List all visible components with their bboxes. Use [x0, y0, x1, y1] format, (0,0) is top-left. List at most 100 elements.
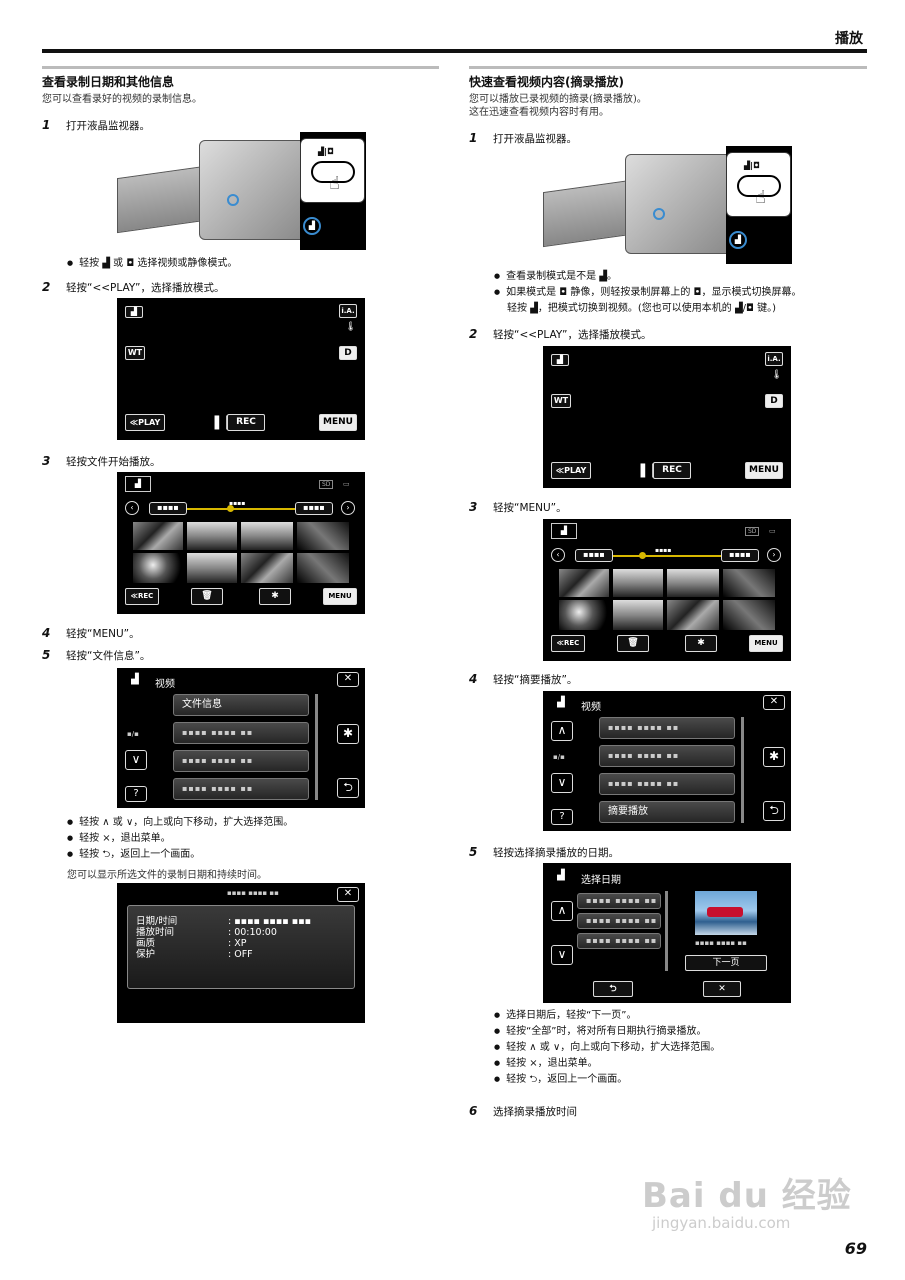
hand-icon: ☝ — [755, 187, 766, 208]
video-mode-icon[interactable]: ▟ — [125, 306, 143, 318]
rec-button[interactable]: REC — [227, 414, 265, 431]
up-icon[interactable]: ∧ — [551, 721, 573, 741]
menu-button[interactable]: MENU — [323, 588, 357, 605]
menu-button[interactable]: MENU — [319, 414, 357, 431]
d-button[interactable]: D — [339, 346, 357, 360]
thumbnail[interactable] — [187, 522, 237, 550]
date-pill-left[interactable]: ▪▪▪▪ — [575, 549, 613, 562]
video-mode-icon[interactable]: ▟ — [125, 476, 151, 492]
thumbnail[interactable] — [133, 553, 183, 583]
down-icon[interactable]: ∨ — [551, 773, 573, 793]
menu-title: 视频 — [581, 702, 601, 713]
thumbnail[interactable] — [297, 553, 349, 583]
left-step1-bullet: 轻按 ▟ 或 ◘ 选择视频或静像模式。 — [67, 256, 237, 272]
play-button[interactable]: ≪PLAY — [551, 462, 591, 479]
back-icon[interactable]: ⮌ — [763, 801, 785, 821]
video-mode-icon[interactable]: ▟ — [551, 354, 569, 366]
play-button[interactable]: ≪PLAY — [125, 414, 165, 431]
help-icon[interactable]: ? — [125, 786, 147, 802]
thumbnail[interactable] — [241, 553, 293, 583]
thumbnail[interactable] — [187, 553, 237, 583]
digest-icon[interactable]: ✱ — [685, 635, 717, 652]
close-icon[interactable]: ✕ — [763, 695, 785, 710]
preview-date: ▪▪▪▪ ▪▪▪▪ ▪▪ — [695, 939, 747, 947]
back-icon[interactable]: ⮌ — [593, 981, 633, 997]
date-item[interactable]: ▪▪▪▪ ▪▪▪▪ ▪▪ — [577, 893, 661, 909]
info-value: : ▪▪▪▪ ▪▪▪▪ ▪▪▪ — [228, 916, 312, 927]
close-icon[interactable]: ✕ — [337, 672, 359, 687]
trash-icon[interactable]: 🗑 — [191, 588, 223, 605]
down-icon[interactable]: ∨ — [551, 945, 573, 965]
mode-button[interactable] — [737, 175, 781, 197]
menu-item-digest-playback[interactable]: 摘要播放 — [599, 801, 735, 823]
date-item[interactable]: ▪▪▪▪ ▪▪▪▪ ▪▪ — [577, 913, 661, 929]
back-icon[interactable]: ⮌ — [337, 778, 359, 798]
sd-icon: SD — [319, 480, 334, 489]
section-title: 播放 — [835, 31, 863, 47]
trash-icon[interactable]: 🗑 — [617, 635, 649, 652]
thumbnail[interactable] — [559, 600, 609, 630]
info-labels: 日期/时间 播放时间 画质 保护 — [136, 916, 177, 960]
thermometer-icon: 🌡 — [771, 370, 783, 380]
next-icon[interactable]: › — [767, 548, 781, 562]
timeline-marker[interactable] — [639, 552, 646, 559]
date-pill-right[interactable]: ▪▪▪▪ — [295, 502, 333, 515]
next-icon[interactable]: › — [341, 501, 355, 515]
video-mode-icon: ▟ — [557, 870, 565, 881]
thumbnail[interactable] — [133, 522, 183, 550]
close-icon[interactable]: ✕ — [337, 887, 359, 902]
record-screen: ▟ i.A. 🌡 WT D ≪PLAY ❚❚ REC MENU — [543, 346, 791, 488]
mode-button[interactable] — [311, 161, 355, 183]
close-icon[interactable]: ✕ — [703, 981, 741, 997]
thumbnail[interactable] — [723, 600, 775, 630]
gear-icon[interactable]: ✱ — [337, 724, 359, 744]
prev-icon[interactable]: ‹ — [551, 548, 565, 562]
timeline-marker[interactable] — [227, 505, 234, 512]
date-pill-right[interactable]: ▪▪▪▪ — [721, 549, 759, 562]
menu-item[interactable]: ▪▪▪▪ ▪▪▪▪ ▪▪ — [173, 750, 309, 772]
thumbnail[interactable] — [613, 569, 663, 597]
wt-button[interactable]: WT — [551, 394, 571, 408]
thumbnail[interactable] — [297, 522, 349, 550]
video-mode-icon[interactable]: ▟ — [551, 523, 577, 539]
ia-icon[interactable]: i.A. — [765, 352, 783, 366]
scrollbar[interactable] — [315, 694, 318, 800]
thumbnail[interactable] — [559, 569, 609, 597]
d-button[interactable]: D — [765, 394, 783, 408]
menu-button[interactable]: MENU — [749, 635, 783, 652]
thumbnail[interactable] — [613, 600, 663, 630]
file-info-screen: ▪▪▪▪ ▪▪▪▪ ▪▪ ✕ 日期/时间 播放时间 画质 保护 : ▪▪▪▪ ▪… — [117, 883, 365, 1023]
step-number: 4 — [469, 672, 478, 686]
digest-icon[interactable]: ✱ — [259, 588, 291, 605]
menu-item[interactable]: ▪▪▪▪ ▪▪▪▪ ▪▪ — [599, 717, 735, 739]
menu-item[interactable]: ▪▪▪▪ ▪▪▪▪ ▪▪ — [173, 722, 309, 744]
prev-icon[interactable]: ‹ — [125, 501, 139, 515]
date-item[interactable]: ▪▪▪▪ ▪▪▪▪ ▪▪ — [577, 933, 661, 949]
up-icon[interactable]: ∧ — [551, 901, 573, 921]
rec-back-button[interactable]: ≪REC — [125, 588, 159, 605]
menu-button[interactable]: MENU — [745, 462, 783, 479]
menu-item-file-info[interactable]: 文件信息 — [173, 694, 309, 716]
gear-icon[interactable]: ✱ — [763, 747, 785, 767]
help-icon[interactable]: ? — [551, 809, 573, 825]
thumbnail[interactable] — [667, 569, 719, 597]
thumbnail[interactable] — [241, 522, 293, 550]
menu-item[interactable]: ▪▪▪▪ ▪▪▪▪ ▪▪ — [599, 773, 735, 795]
scrollbar[interactable] — [665, 891, 668, 971]
page-indicator: ▪/▪ — [127, 730, 139, 738]
next-page-button[interactable]: 下一页 — [685, 955, 767, 971]
ia-icon[interactable]: i.A. — [339, 304, 357, 318]
step-number: 3 — [42, 454, 51, 468]
scrollbar[interactable] — [741, 717, 744, 823]
rec-back-button[interactable]: ≪REC — [551, 635, 585, 652]
thumbnail[interactable] — [667, 600, 719, 630]
menu-item[interactable]: ▪▪▪▪ ▪▪▪▪ ▪▪ — [599, 745, 735, 767]
menu-item[interactable]: ▪▪▪▪ ▪▪▪▪ ▪▪ — [173, 778, 309, 800]
thumbnail[interactable] — [723, 569, 775, 597]
rec-button[interactable]: REC — [653, 462, 691, 479]
menu-screen: ▟ 视频 ✕ ▪▪▪▪ ▪▪▪▪ ▪▪ ▪▪▪▪ ▪▪▪▪ ▪▪ ▪▪▪▪ ▪▪… — [543, 691, 791, 831]
date-pill-left[interactable]: ▪▪▪▪ — [149, 502, 187, 515]
wt-button[interactable]: WT — [125, 346, 145, 360]
down-icon[interactable]: ∨ — [125, 750, 147, 770]
